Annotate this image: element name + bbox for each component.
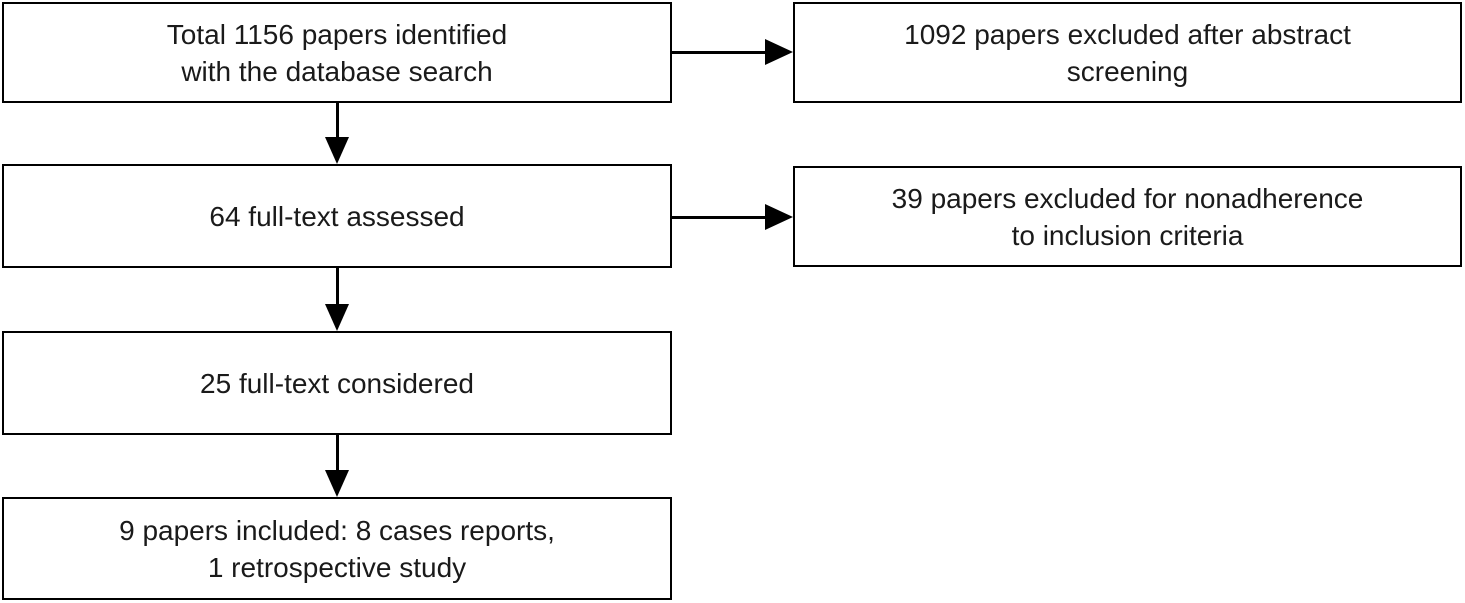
node-papers-included: 9 papers included: 8 cases reports, 1 re… — [2, 497, 672, 600]
node-full-text-assessed-label: 64 full-text assessed — [209, 200, 465, 232]
arrow-assessed-to-considered-stem — [336, 268, 339, 306]
arrow-down-icon — [325, 304, 349, 331]
node-papers-identified-label: Total 1156 papers identified with the da… — [166, 18, 508, 87]
node-excluded-inclusion-criteria-label: 39 papers excluded for nonadherence to i… — [891, 182, 1364, 251]
node-excluded-inclusion-criteria: 39 papers excluded for nonadherence to i… — [793, 166, 1462, 267]
arrow-identified-to-assessed-stem — [336, 103, 339, 140]
arrow-assessed-to-excluded-stem — [672, 216, 767, 219]
node-papers-included-label: 9 papers included: 8 cases reports, 1 re… — [119, 514, 555, 583]
arrow-considered-to-included-stem — [336, 435, 339, 472]
arrow-right-icon — [765, 204, 793, 230]
node-full-text-assessed: 64 full-text assessed — [2, 164, 672, 268]
node-excluded-abstract-screening: 1092 papers excluded after abstract scre… — [793, 2, 1462, 103]
node-full-text-considered-label: 25 full-text considered — [200, 367, 474, 399]
node-papers-identified: Total 1156 papers identified with the da… — [2, 2, 672, 103]
node-excluded-abstract-screening-label: 1092 papers excluded after abstract scre… — [904, 18, 1351, 87]
arrow-right-icon — [765, 39, 793, 65]
node-full-text-considered: 25 full-text considered — [2, 331, 672, 435]
arrow-identified-to-excluded-stem — [672, 51, 767, 54]
arrow-down-icon — [325, 137, 349, 164]
arrow-down-icon — [325, 470, 349, 497]
